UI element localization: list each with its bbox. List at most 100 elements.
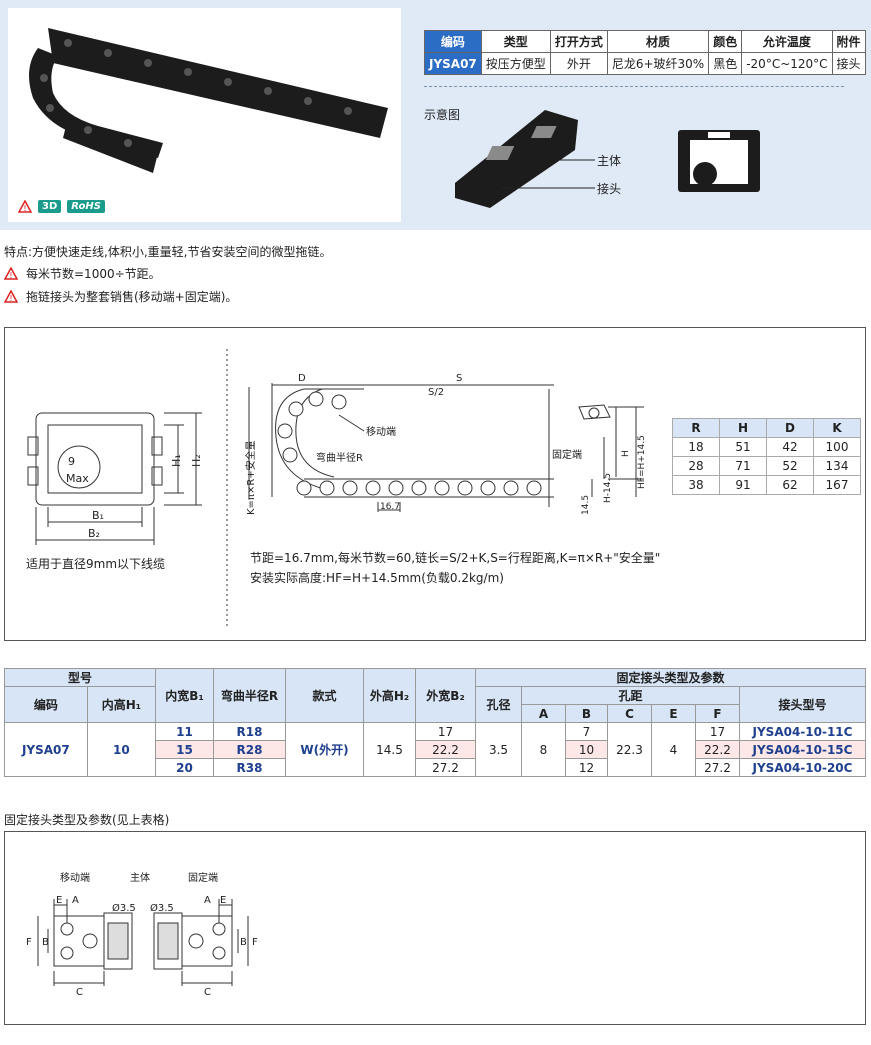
formula-pitch: 节距=16.7mm,每米节数=60,链长=S/2+K,S=行程距离,K=π×R+… bbox=[250, 550, 660, 565]
outer-h2-header: 外高H₂ bbox=[363, 668, 416, 723]
code-cell: JYSA07 bbox=[4, 722, 88, 777]
hf-label: HF=H+14.5 bbox=[637, 435, 647, 489]
bottom-c-left: C bbox=[76, 987, 83, 998]
bottom-f-left: F bbox=[26, 937, 32, 948]
r-cell: R38 bbox=[213, 758, 286, 777]
b1-label: B₁ bbox=[92, 509, 104, 522]
k-label: K=π×R+安全量 bbox=[244, 440, 257, 515]
divider bbox=[424, 86, 844, 87]
s-label: S bbox=[456, 373, 462, 384]
rohs-badge: RoHS bbox=[67, 200, 105, 213]
f-cell: 27.2 bbox=[695, 758, 740, 777]
b-cell: 7 bbox=[565, 722, 608, 741]
note-row: ! 每米节数=1000÷节距。 bbox=[4, 265, 161, 282]
h2-label: H₂ bbox=[190, 454, 203, 467]
b2-label: B₂ bbox=[88, 527, 100, 540]
joint-model-cell: JYSA04-10-20C bbox=[739, 758, 866, 777]
3d-badge: 3D bbox=[38, 200, 62, 213]
b2-cell: 27.2 bbox=[415, 758, 476, 777]
spec-header: 允许温度 bbox=[741, 30, 833, 53]
col-a-header: A bbox=[521, 704, 566, 723]
svg-text:!: ! bbox=[9, 271, 12, 280]
model-table: 型号 内宽B₁ 弯曲半径R 款式 外高H₂ 外宽B₂ 固定接头类型及参数 编码 … bbox=[4, 668, 866, 777]
hole-cell: 3.5 bbox=[475, 722, 522, 777]
spec-cell: 按压方便型 bbox=[480, 52, 551, 75]
spec-header: 材质 bbox=[606, 30, 710, 53]
fixed-end-label: 固定端 bbox=[552, 448, 582, 461]
rhk-cell: 42 bbox=[766, 437, 814, 457]
c-cell: 22.3 bbox=[607, 722, 652, 777]
features-text: 特点:方便快速走线,体积小,重量轻,节省安装空间的微型拖链。 bbox=[4, 245, 332, 259]
warning-icon: ! bbox=[18, 200, 32, 213]
inner-b1-header: 内宽B₁ bbox=[155, 668, 214, 723]
rhk-cell: 91 bbox=[719, 475, 767, 495]
h1-label: H₁ bbox=[170, 454, 183, 467]
bend-radius-label: 弯曲半径R bbox=[316, 451, 363, 464]
joint-frame bbox=[4, 831, 866, 1025]
bottom-a-right: A bbox=[204, 895, 211, 906]
spec-header: 颜色 bbox=[708, 30, 743, 53]
outer-b2-header: 外宽B₂ bbox=[415, 668, 476, 723]
inner-h1-header: 内高H₁ bbox=[86, 686, 157, 723]
bottom-dia-right: Ø3.5 bbox=[150, 902, 174, 914]
bottom-b-left: B bbox=[42, 937, 49, 948]
f-cell: 22.2 bbox=[695, 740, 740, 759]
max-word-label: Max bbox=[66, 472, 89, 485]
rhk-cell: 51 bbox=[719, 437, 767, 457]
bottom-f-right: F bbox=[252, 937, 258, 948]
bottom-body-label: 主体 bbox=[130, 872, 150, 884]
h1-cell: 10 bbox=[86, 722, 157, 777]
rhk-cell: 18 bbox=[672, 437, 720, 457]
spec-table: 编码 类型 打开方式 材质 颜色 允许温度 附件 JYSA07 按压方便型 外开… bbox=[424, 30, 866, 75]
b-cell: 12 bbox=[565, 758, 608, 777]
spec-cell: -20°C~120°C bbox=[741, 52, 833, 75]
cable-note: 适用于直径9mm以下线缆 bbox=[26, 557, 165, 571]
h-label: H bbox=[621, 450, 631, 457]
rhk-header: D bbox=[766, 418, 814, 438]
moving-end-label: 移动端 bbox=[366, 425, 396, 438]
spec-header: 打开方式 bbox=[549, 30, 608, 53]
code-header: 编码 bbox=[4, 686, 88, 723]
e-cell: 4 bbox=[651, 722, 696, 777]
a-cell: 8 bbox=[521, 722, 566, 777]
schematic-label: 示意图 bbox=[424, 108, 461, 122]
bottom-e-right: E bbox=[220, 895, 226, 906]
warning-icon: ! bbox=[4, 267, 18, 280]
fixed-params-header: 固定接头类型及参数 bbox=[475, 668, 866, 687]
rhk-table: R H D K 18 51 42 100 28 71 52 134 38 91 … bbox=[672, 418, 861, 495]
rhk-cell: 62 bbox=[766, 475, 814, 495]
style-cell: W(外开) bbox=[285, 722, 364, 777]
col-f-header: F bbox=[695, 704, 740, 723]
svg-text:!: ! bbox=[9, 294, 12, 303]
b1-cell: 11 bbox=[155, 722, 214, 741]
rhk-cell: 71 bbox=[719, 456, 767, 476]
joint-section-title: 固定接头类型及参数(见上表格) bbox=[4, 813, 170, 827]
schematic-body-label: 主体 bbox=[597, 154, 621, 168]
schematic-figure: 主体 接头 bbox=[455, 110, 760, 208]
r-cell: R28 bbox=[213, 740, 286, 759]
schematic-joint-label: 接头 bbox=[597, 181, 621, 196]
spec-cell: 黑色 bbox=[708, 52, 743, 75]
bottom-moving-label: 移动端 bbox=[60, 871, 90, 884]
model-header: 型号 bbox=[4, 668, 156, 687]
b1-cell: 15 bbox=[155, 740, 214, 759]
b-cell: 10 bbox=[565, 740, 608, 759]
note-pitch: 每米节数=1000÷节距。 bbox=[26, 267, 161, 281]
col-b-header: B bbox=[565, 704, 608, 723]
spec-header: 附件 bbox=[831, 30, 866, 53]
spec-header: 编码 bbox=[424, 30, 482, 53]
r-cell: R18 bbox=[213, 722, 286, 741]
col-c-header: C bbox=[607, 704, 652, 723]
rhk-header: H bbox=[719, 418, 767, 438]
note-joint: 拖链接头为整套销售(移动端+固定端)。 bbox=[26, 290, 238, 304]
spec-cell: 尼龙6+玻纤30% bbox=[606, 52, 710, 75]
style-header: 款式 bbox=[285, 668, 364, 723]
max-dia-label: 9 bbox=[68, 455, 75, 468]
rhk-cell: 38 bbox=[672, 475, 720, 495]
joint-model-header: 接头型号 bbox=[739, 686, 866, 723]
b2-cell: 22.2 bbox=[415, 740, 476, 759]
spec-cell: JYSA07 bbox=[424, 52, 482, 75]
bottom-c-right: C bbox=[204, 987, 211, 998]
drawing-frame bbox=[4, 327, 866, 641]
rhk-header: R bbox=[672, 418, 720, 438]
